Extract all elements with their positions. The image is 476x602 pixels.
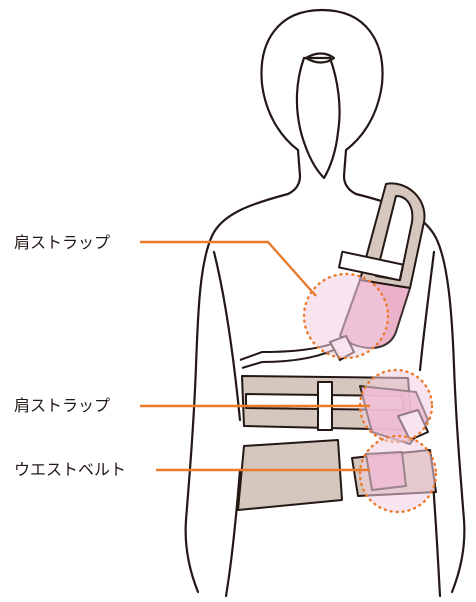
- label-shoulder-strap-upper: 肩ストラップ: [14, 234, 110, 252]
- leader-line-upper: [140, 242, 316, 296]
- ponytail: [297, 58, 340, 178]
- left-arm-inner: [214, 252, 240, 420]
- highlight-waist-buckle: [360, 436, 436, 512]
- label-shoulder-strap-lower: 肩ストラップ: [14, 397, 110, 415]
- waist-line-left: [226, 470, 240, 596]
- head-outline-right: [322, 10, 383, 194]
- head-outline: [262, 10, 323, 194]
- highlight-chest-buckle: [360, 370, 432, 442]
- label-waist-belt: ウエストベルト: [14, 461, 126, 479]
- highlight-upper-buckle: [304, 274, 388, 358]
- right-arm-inner: [420, 252, 434, 370]
